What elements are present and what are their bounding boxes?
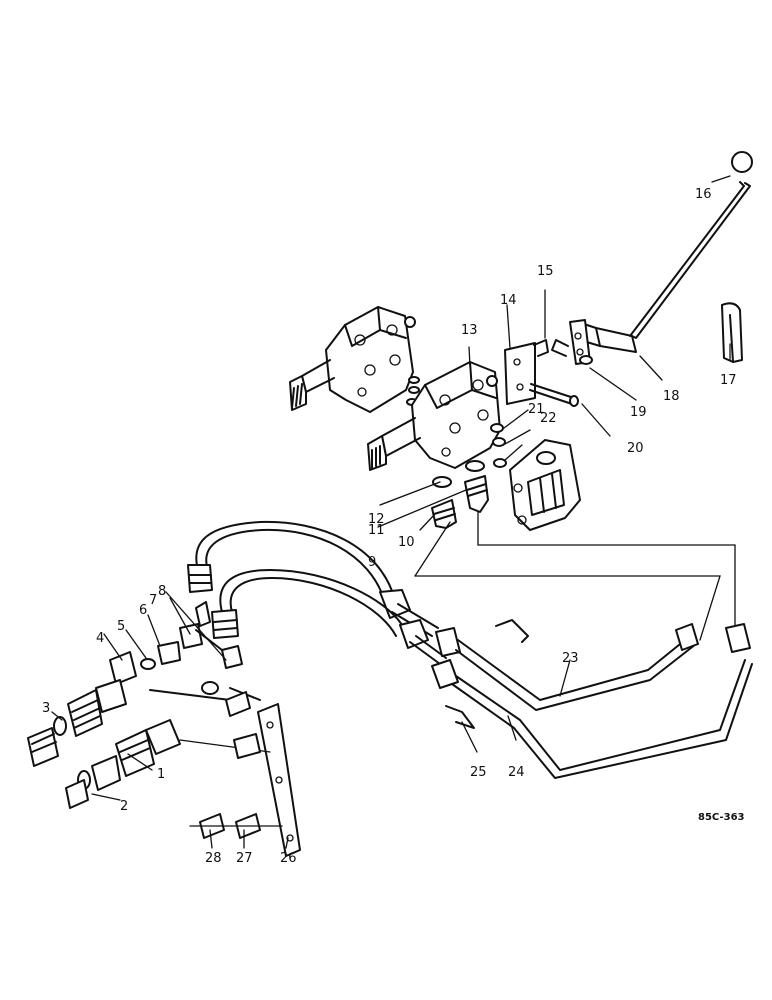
callout-7: 7 [149, 593, 157, 608]
part-callouts: 1 2 3 4 5 6 7 8 9 10 11 12 13 14 15 16 1… [42, 187, 745, 866]
callout-22: 22 [540, 411, 557, 426]
callout-6: 6 [139, 603, 147, 618]
callout-15: 15 [537, 264, 554, 279]
control-valve-section-b [367, 361, 501, 471]
hydraulic-tubes [431, 623, 753, 779]
callout-28: 28 [205, 851, 222, 866]
drawing-code: 85C-363 [698, 812, 745, 823]
callout-18: 18 [663, 389, 680, 404]
callout-8: 8 [158, 584, 166, 599]
callout-1: 1 [157, 767, 165, 782]
callout-3: 3 [42, 701, 50, 716]
mounting-bracket [149, 687, 301, 857]
tube-clips [445, 619, 529, 729]
callout-19: 19 [630, 405, 647, 420]
callout-20: 20 [627, 441, 644, 456]
callout-23: 23 [562, 651, 579, 666]
callout-11: 11 [368, 523, 385, 538]
control-valve-section-a [289, 306, 420, 413]
callout-17: 17 [720, 373, 737, 388]
valve-end-cover [509, 439, 581, 531]
clip-part [721, 302, 743, 363]
callout-14: 14 [500, 293, 517, 308]
callout-27: 27 [236, 851, 253, 866]
callout-10: 10 [398, 535, 415, 550]
lever-linkage [504, 319, 593, 407]
callout-13: 13 [461, 323, 478, 338]
o-rings [432, 423, 507, 488]
callout-2: 2 [120, 799, 128, 814]
quick-couplers [27, 601, 243, 809]
callout-24: 24 [508, 765, 525, 780]
callout-12: 12 [368, 512, 385, 527]
callout-26: 26 [280, 851, 297, 866]
hose-assemblies [187, 520, 447, 665]
leader-lines [51, 175, 731, 849]
callout-25: 25 [470, 765, 487, 780]
adapter-fittings [414, 475, 736, 641]
callout-16: 16 [695, 187, 712, 202]
clamp-blocks [189, 691, 283, 839]
callout-21: 21 [528, 402, 545, 417]
callout-4: 4 [96, 631, 104, 646]
callout-9: 9 [368, 555, 376, 570]
control-lever [577, 151, 753, 353]
callout-5: 5 [117, 619, 125, 634]
